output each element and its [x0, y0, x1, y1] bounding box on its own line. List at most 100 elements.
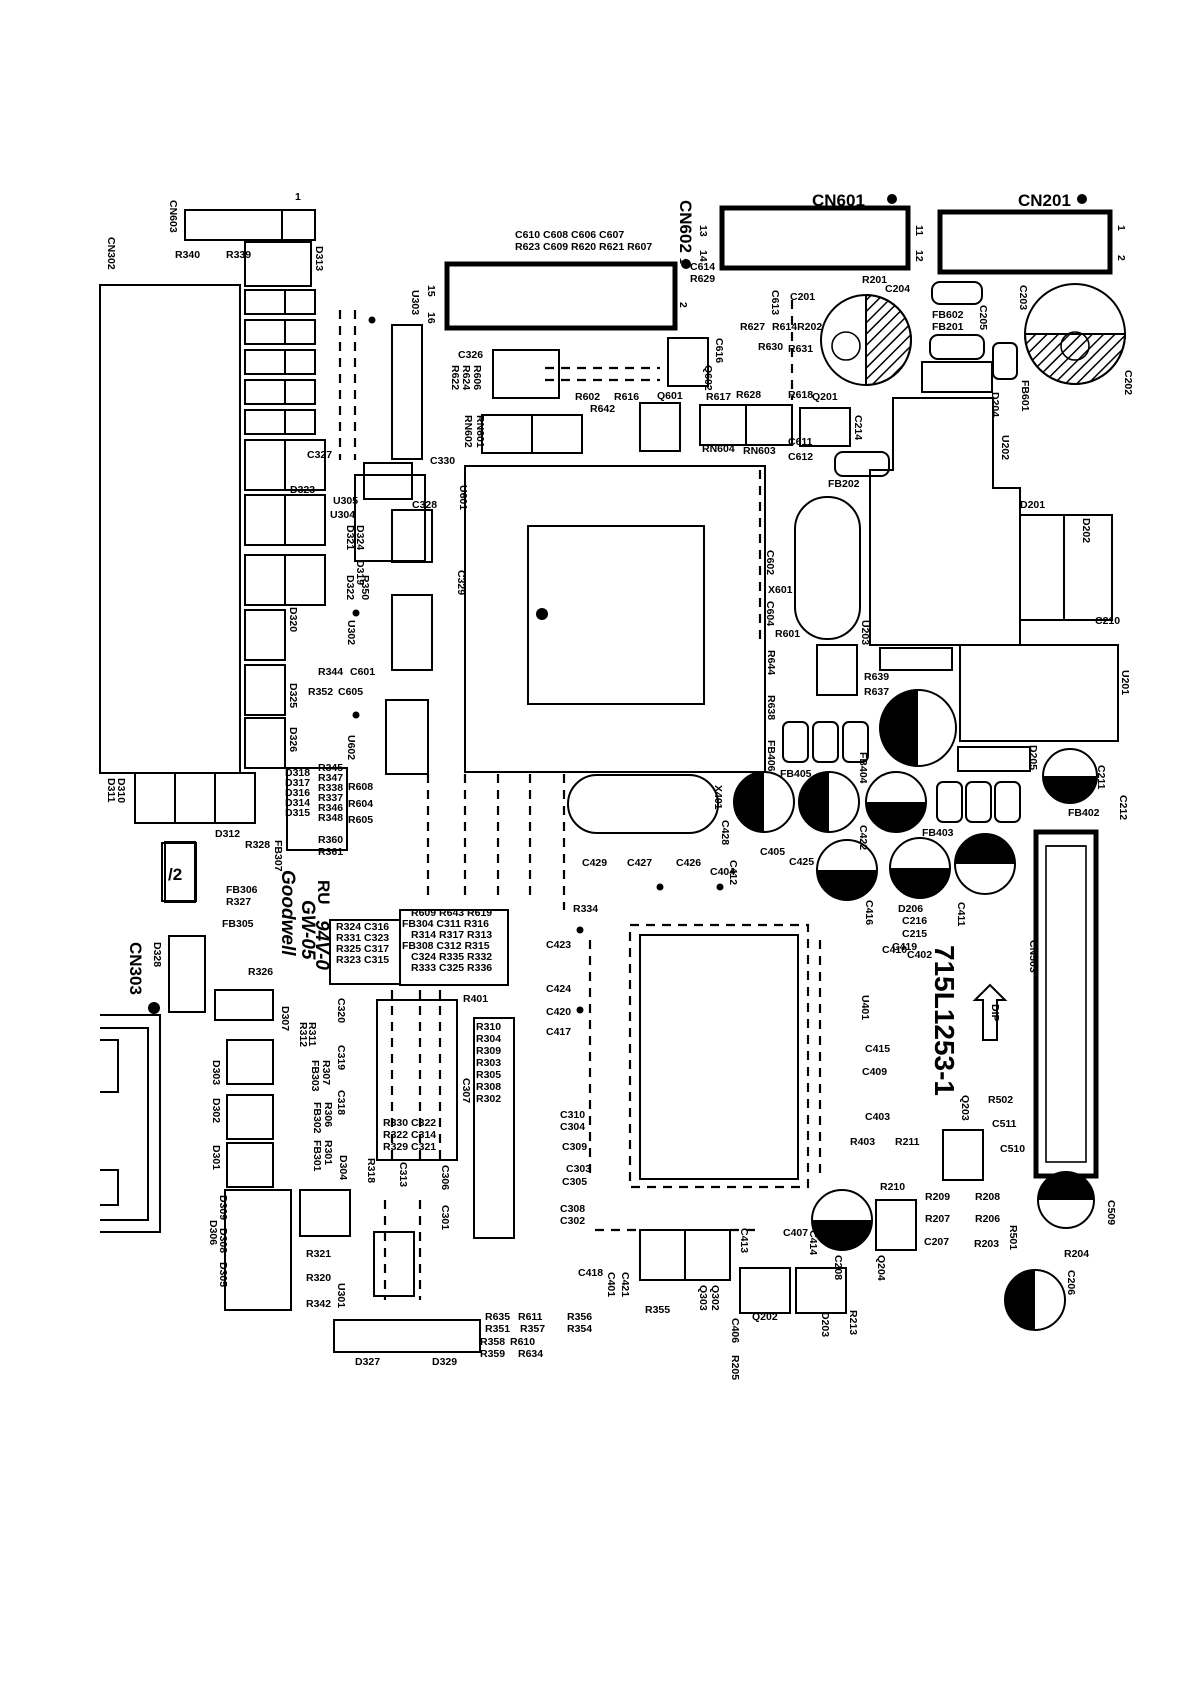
refdes-d303: D303	[210, 1060, 222, 1085]
refdes-r305: R305	[476, 1069, 501, 1081]
refdes-c309: C309	[562, 1141, 587, 1153]
refdes-c208: C208	[832, 1255, 844, 1280]
refdes-d324: D324	[354, 525, 366, 550]
refdes-c207: C207	[924, 1236, 949, 1248]
refdes-c427: C427	[627, 857, 652, 869]
refdes-c510: C510	[1000, 1143, 1025, 1155]
refdes-c328: C328	[412, 499, 437, 511]
refdes-r622: R622	[449, 365, 461, 390]
refdes-d315: D315	[285, 807, 310, 819]
refdes-d311: D311	[105, 778, 117, 803]
pin-cn601-12: 12	[913, 250, 925, 262]
refdes-c422: C422	[857, 825, 869, 850]
connector-cn302-label: CN302	[105, 237, 117, 270]
refdes-r312: R312	[297, 1022, 309, 1047]
refdes-r616: R616	[614, 391, 639, 403]
refdes-rn601: RN601	[474, 415, 486, 448]
refdes-r634: R634	[518, 1348, 543, 1360]
refdes-q601: Q601	[657, 390, 683, 402]
refdes-r602: R602	[575, 391, 600, 403]
refdes-r308: R308	[476, 1081, 501, 1093]
dip-arrow	[972, 983, 1008, 1041]
ic-u203-label: U203	[859, 620, 871, 645]
ic-u304-label: U304	[330, 509, 355, 521]
refdes-d204: D204	[989, 392, 1001, 417]
pin-cn201-2: 2	[1115, 255, 1127, 261]
refdes-c404: C404	[710, 866, 735, 878]
refdes-r501: R501	[1007, 1225, 1019, 1250]
refdes-r204: R204	[1064, 1248, 1089, 1260]
refdes-c307: C307	[460, 1078, 472, 1103]
refdes-fb602: FB602	[932, 309, 964, 321]
pin-cn602-15: 15	[425, 285, 437, 297]
connector-cn602-label: CN602	[676, 200, 695, 253]
refdes-r355: R355	[645, 1304, 670, 1316]
refdes-rn604: RN604	[702, 443, 735, 455]
pin-cn601-13: 13	[697, 225, 709, 237]
pin-cn602-1: 1	[677, 258, 689, 264]
refdes-r307: R307	[320, 1060, 332, 1085]
refdes-r311: R311	[306, 1022, 318, 1047]
refdes-r310: R310	[476, 1021, 501, 1033]
component-outlines	[134, 241, 1113, 1353]
refdes-r609-r643-r619: R609 R643 R619	[411, 907, 492, 919]
refdes-r631: R631	[788, 343, 813, 355]
refdes-r323-c315: R323 C315	[336, 954, 389, 966]
refdes-r325-c317: R325 C317	[336, 943, 389, 955]
refdes-d318: D318	[285, 767, 310, 779]
refdes-d201: D201	[1020, 499, 1045, 511]
refdes-c417: C417	[546, 1026, 571, 1038]
refdes-q302: Q302	[709, 1285, 721, 1311]
refdes-r303: R303	[476, 1057, 501, 1069]
refdes-c412: C412	[727, 860, 739, 885]
refdes-d310: D310	[115, 778, 127, 803]
refdes-d327: D327	[355, 1356, 380, 1368]
refdes-r614r202: R614R202	[772, 321, 822, 333]
refdes-r347: R347	[318, 772, 343, 784]
refdes-r330-c322: R330 C322	[383, 1117, 436, 1129]
pin-cn601-11: 11	[913, 225, 925, 236]
crystal-x401-label: X401	[712, 785, 724, 810]
refdes-fb201: FB201	[932, 321, 964, 333]
refdes-c610-c608-c606-c607: C610 C608 C606 C607	[515, 229, 624, 241]
refdes-c413: C413	[738, 1228, 750, 1253]
refdes-rn603: RN603	[743, 445, 776, 457]
refdes-c327: C327	[307, 449, 332, 461]
brand-mark: Goodwell	[277, 870, 298, 956]
page-mark-box	[161, 842, 197, 902]
via-dots	[352, 316, 724, 1014]
refdes-c612: C612	[788, 451, 813, 463]
refdes-r604: R604	[348, 798, 373, 810]
refdes-r644: R644	[765, 650, 777, 675]
refdes-r306: R306	[322, 1102, 334, 1127]
refdes-d313: D313	[313, 246, 325, 271]
ul-mark: RU	[314, 880, 333, 905]
page-mark: /2	[168, 865, 182, 884]
refdes-c614: C614	[690, 261, 715, 273]
ic-u202-label: U202	[999, 435, 1011, 460]
refdes-d325: D325	[287, 683, 299, 708]
refdes-r352: R352	[308, 686, 333, 698]
refdes-fb405: FB405	[780, 768, 812, 780]
refdes-c202: C202	[1122, 370, 1134, 395]
refdes-r360: R360	[318, 834, 343, 846]
refdes-c421: C421	[619, 1272, 631, 1297]
capacitor-c208	[811, 1189, 873, 1251]
refdes-r345: R345	[318, 762, 343, 774]
ic-u401-label: U401	[859, 995, 871, 1020]
pin-cn201-1: 1	[1115, 225, 1127, 231]
refdes-c602: C602	[764, 550, 776, 575]
refdes-r314-r317-r313: R314 R317 R313	[411, 929, 492, 941]
ic-u303-label: U303	[409, 290, 421, 315]
refdes-r638: R638	[765, 695, 777, 720]
capacitor-c405	[798, 771, 860, 833]
refdes-d316: D316	[285, 787, 310, 799]
refdes-r205: R205	[729, 1355, 741, 1380]
refdes-c407: C407	[783, 1227, 808, 1239]
refdes-fb406: FB406	[765, 740, 777, 772]
refdes-d305: D305	[217, 1262, 229, 1287]
refdes-r502: R502	[988, 1094, 1013, 1106]
refdes-c401: C401	[605, 1272, 617, 1297]
refdes-c429: C429	[582, 857, 607, 869]
